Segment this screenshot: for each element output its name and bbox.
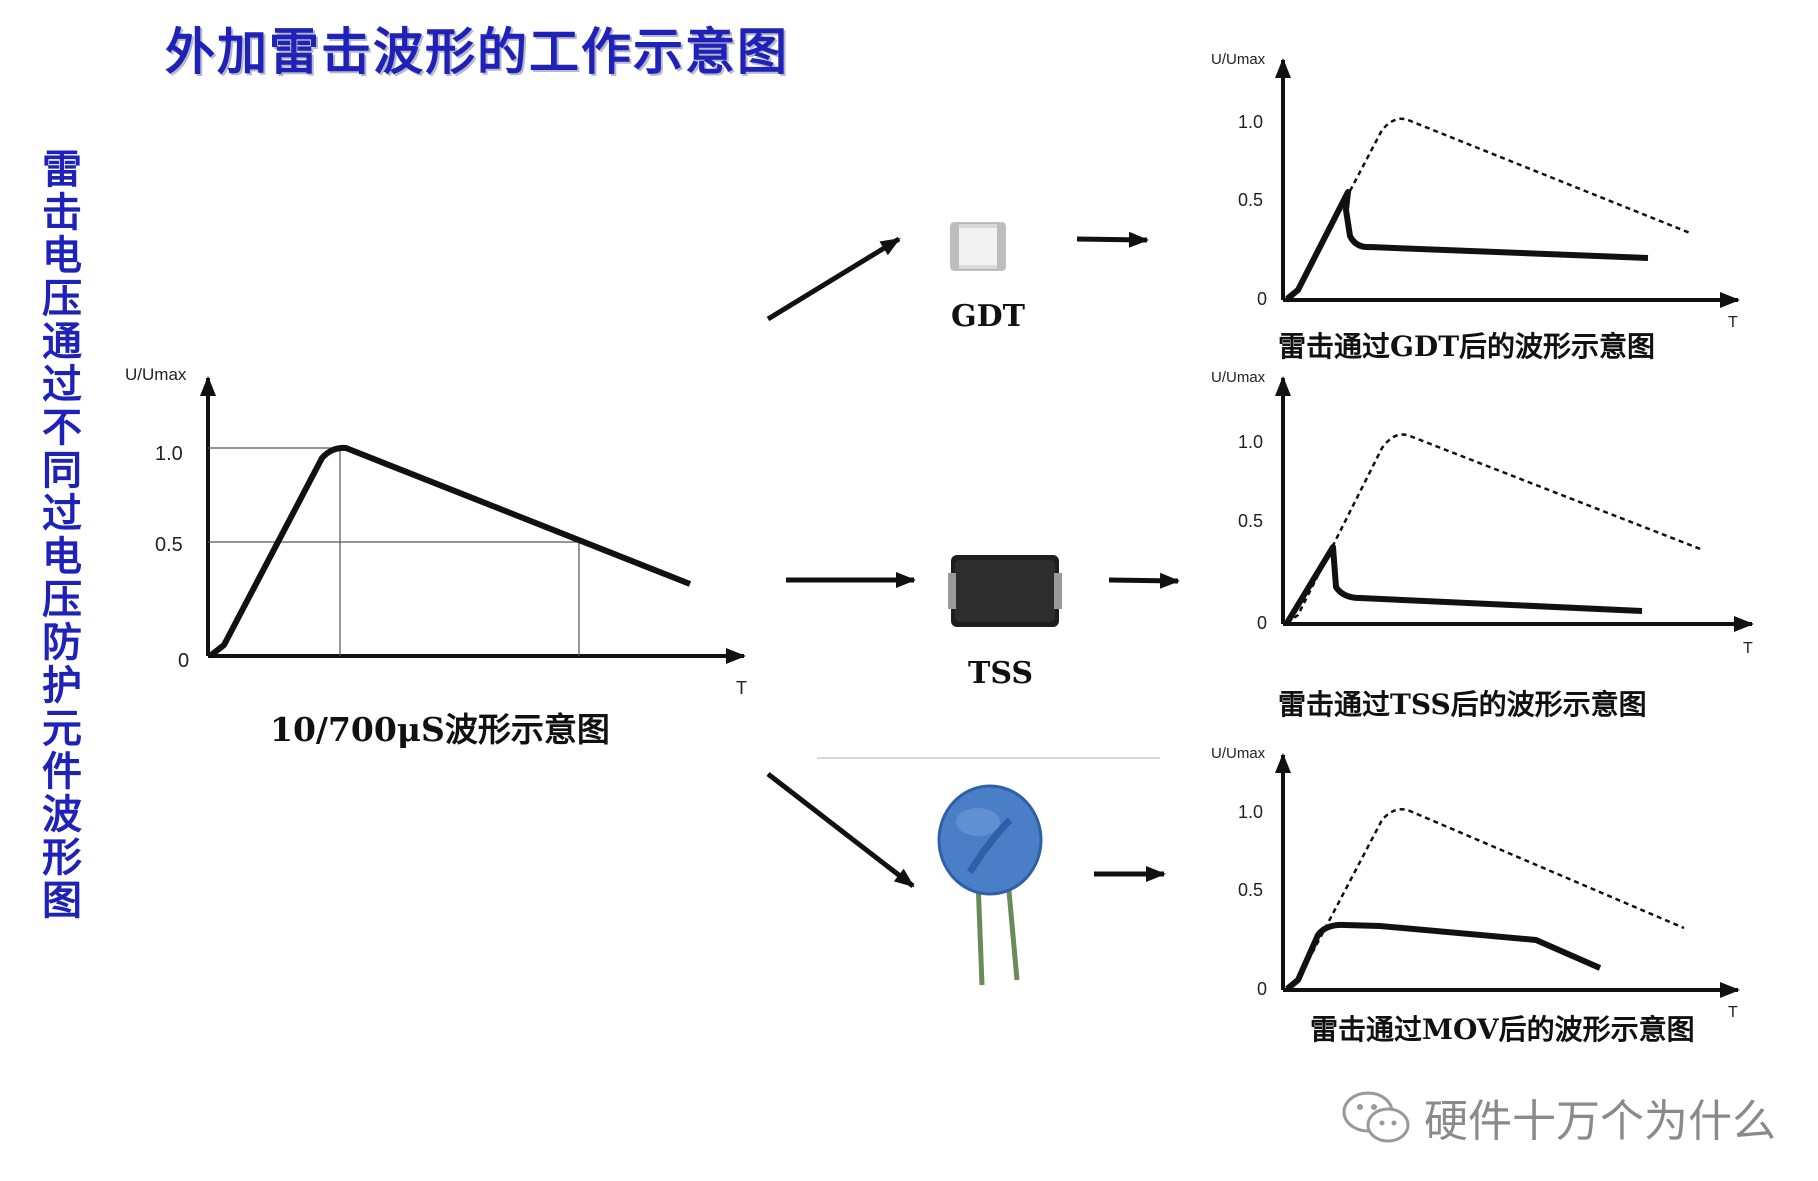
mov-result-chart: U/Umax T 1.0 0.5 0 雷击通过MOV后的波形示意图 bbox=[1211, 745, 1740, 1046]
svg-text:T: T bbox=[1728, 1004, 1738, 1021]
watermark-text: 硬件十万个为什么 bbox=[1424, 1096, 1776, 1147]
svg-text:0: 0 bbox=[1257, 289, 1267, 309]
main-tick-1: 1.0 bbox=[155, 443, 183, 465]
tss-component: TSS bbox=[948, 555, 1062, 691]
main-y-axis-label: U/Umax bbox=[125, 365, 187, 384]
svg-text:0: 0 bbox=[1257, 979, 1267, 999]
tss-result-chart: U/Umax T 1.0 0.5 0 雷击通过TSS后的波形示意图 bbox=[1211, 369, 1754, 721]
svg-text:0: 0 bbox=[1257, 613, 1267, 633]
svg-text:0.5: 0.5 bbox=[1238, 511, 1263, 531]
svg-text:T: T bbox=[1743, 640, 1753, 657]
svg-text:0.5: 0.5 bbox=[1238, 190, 1263, 210]
svg-text:T: T bbox=[1728, 314, 1738, 331]
watermark: 硬件十万个为什么 bbox=[1338, 1085, 1776, 1149]
svg-text:1.0: 1.0 bbox=[1238, 802, 1263, 822]
arrow-to-gdt bbox=[766, 236, 901, 322]
svg-text:0.5: 0.5 bbox=[1238, 880, 1263, 900]
arrow-gdt-to-chart bbox=[1076, 231, 1149, 248]
svg-text:1.0: 1.0 bbox=[1238, 432, 1263, 452]
mov-varistor-component bbox=[937, 784, 1043, 986]
arrow-to-mov bbox=[766, 772, 915, 888]
gdt-component: GDT bbox=[950, 222, 1026, 334]
main-x-axis-label: T bbox=[736, 678, 747, 698]
svg-text:U/Umax: U/Umax bbox=[1211, 745, 1266, 762]
main-waveform bbox=[208, 444, 692, 659]
side-title: 雷击电压通过不同过电压防护元件波形图 bbox=[42, 146, 82, 924]
gdt-label: GDT bbox=[951, 299, 1026, 334]
arrow-tss-to-chart bbox=[1108, 572, 1180, 589]
main-chart-caption: 10/700μS波形示意图 bbox=[270, 710, 610, 749]
gdt-result-caption: 雷击通过GDT后的波形示意图 bbox=[1278, 330, 1655, 363]
gdt-result-chart: U/Umax T 1.0 0.5 0 雷击通过GDT后的波形示意图 bbox=[1211, 51, 1740, 363]
tss-result-caption: 雷击通过TSS后的波形示意图 bbox=[1278, 688, 1647, 721]
main-tick-05: 0.5 bbox=[155, 534, 183, 556]
diagram-title: 外加雷击波形的工作示意图 bbox=[165, 22, 789, 81]
main-tick-0: 0 bbox=[178, 650, 189, 672]
mov-result-caption: 雷击通过MOV后的波形示意图 bbox=[1310, 1013, 1695, 1046]
main-waveform-chart: U/Umax T 1.0 0.5 0 10/700μS波形示意图 bbox=[125, 365, 747, 749]
svg-text:1.0: 1.0 bbox=[1238, 112, 1263, 132]
svg-text:U/Umax: U/Umax bbox=[1211, 369, 1266, 386]
svg-text:U/Umax: U/Umax bbox=[1211, 51, 1266, 68]
wechat-icon bbox=[1342, 1091, 1410, 1143]
tss-label: TSS bbox=[968, 656, 1033, 691]
